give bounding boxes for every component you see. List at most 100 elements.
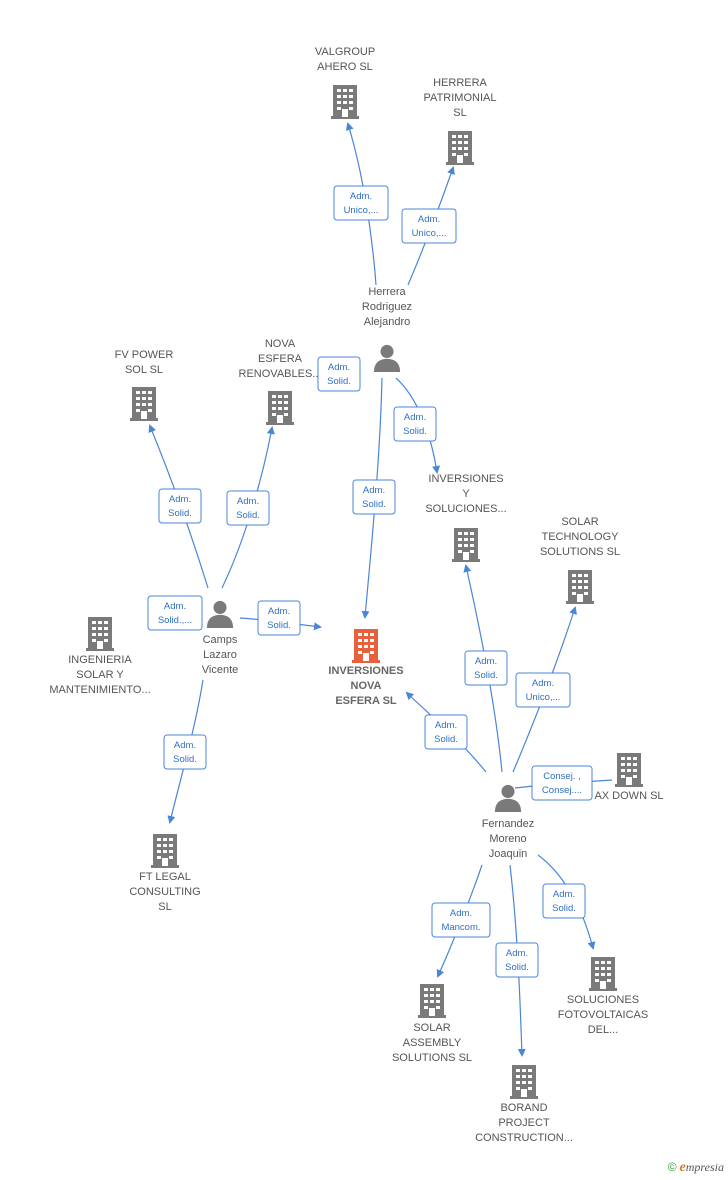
edge-label-box <box>352 479 396 515</box>
edge-label[interactable]: Adm.Solid. <box>257 600 301 636</box>
brand-logo-text: mpresia <box>685 1160 724 1174</box>
edge-label[interactable]: Adm.Solid. <box>464 650 508 686</box>
edge-label-box <box>147 595 203 631</box>
edge-label[interactable]: Consej. ,Consej.... <box>531 765 593 801</box>
edge-label-box <box>333 185 389 221</box>
edge-label-text: Adm.Solid. <box>505 948 529 973</box>
edge-label-text: Adm.Unico,... <box>412 214 447 239</box>
building-icon <box>452 528 480 562</box>
edge-label-box <box>431 902 491 938</box>
edge-label-box <box>226 490 270 526</box>
edge-label[interactable]: Adm.Solid.,... <box>147 595 203 631</box>
edge-label-box <box>531 765 593 801</box>
building-icon <box>130 387 158 421</box>
node-max-down[interactable]: AX DOWN SL <box>594 753 664 802</box>
edge-label-text: Adm.Solid. <box>236 496 260 521</box>
edge-label[interactable]: Adm.Solid. <box>226 490 270 526</box>
edge-label[interactable]: Adm.Solid. <box>542 883 586 919</box>
edge-label[interactable]: Adm.Unico,... <box>515 672 571 708</box>
edge-label[interactable]: Adm.Solid. <box>495 942 539 978</box>
building-icon <box>566 570 594 604</box>
edge-label[interactable]: Adm.Solid. <box>393 406 437 442</box>
edge-label-text: Adm.Mancom. <box>441 908 480 933</box>
building-icon <box>86 617 114 651</box>
building-icon <box>151 834 179 868</box>
copyright-icon: © <box>667 1160 677 1174</box>
edge-label[interactable]: Adm.Mancom. <box>431 902 491 938</box>
edge-labels: Adm.Unico,... Adm.Unico,... Adm.Solid. A… <box>147 185 593 978</box>
edge-label-text: Adm.Solid.,... <box>158 601 192 626</box>
edge-label-box <box>257 600 301 636</box>
edge-label[interactable]: Adm.Unico,... <box>333 185 389 221</box>
edge-label-box <box>158 488 202 524</box>
edge-label-text: Adm.Solid. <box>362 485 386 510</box>
edge-label-box <box>163 734 207 770</box>
edge-label[interactable]: Adm.Solid. <box>158 488 202 524</box>
edge-label-box <box>495 942 539 978</box>
edge-label[interactable]: Adm.Unico,... <box>401 208 457 244</box>
building-icon <box>331 85 359 119</box>
edge-label[interactable]: Adm.Solid. <box>352 479 396 515</box>
building-icon <box>589 957 617 991</box>
brand-watermark: © empresia <box>668 1160 724 1176</box>
edge-label[interactable]: Adm.Solid. <box>424 714 468 750</box>
building-icon <box>418 984 446 1018</box>
building-icon <box>446 131 474 165</box>
building-icon <box>266 391 294 425</box>
person-icon <box>373 344 401 372</box>
edge-label-text: Adm.Unico,... <box>344 191 379 216</box>
edge-label-text: Adm.Solid. <box>327 362 351 387</box>
edge-label-text: Adm.Solid. <box>474 656 498 681</box>
edge-label-text: Adm.Solid. <box>434 720 458 745</box>
brand-logo-initial: e <box>679 1160 686 1175</box>
person-icon <box>206 600 234 628</box>
building-icon <box>510 1065 538 1099</box>
edge-label-box <box>542 883 586 919</box>
node-label: AX DOWN SL <box>594 790 663 802</box>
edge-label-box <box>464 650 508 686</box>
edge-label-box <box>393 406 437 442</box>
building-icon <box>615 753 643 787</box>
edge-label-box <box>515 672 571 708</box>
edge-label[interactable]: Adm.Solid. <box>317 356 361 392</box>
person-icon <box>494 784 522 812</box>
edge-label-text: Adm.Solid. <box>168 494 192 519</box>
edge-label-text: Adm.Solid. <box>267 606 291 631</box>
edge-label[interactable]: Adm.Solid. <box>163 734 207 770</box>
edge-label-text: Adm.Solid. <box>403 412 427 437</box>
edge-label-box <box>424 714 468 750</box>
edge-label-box <box>401 208 457 244</box>
edge-label-box <box>317 356 361 392</box>
